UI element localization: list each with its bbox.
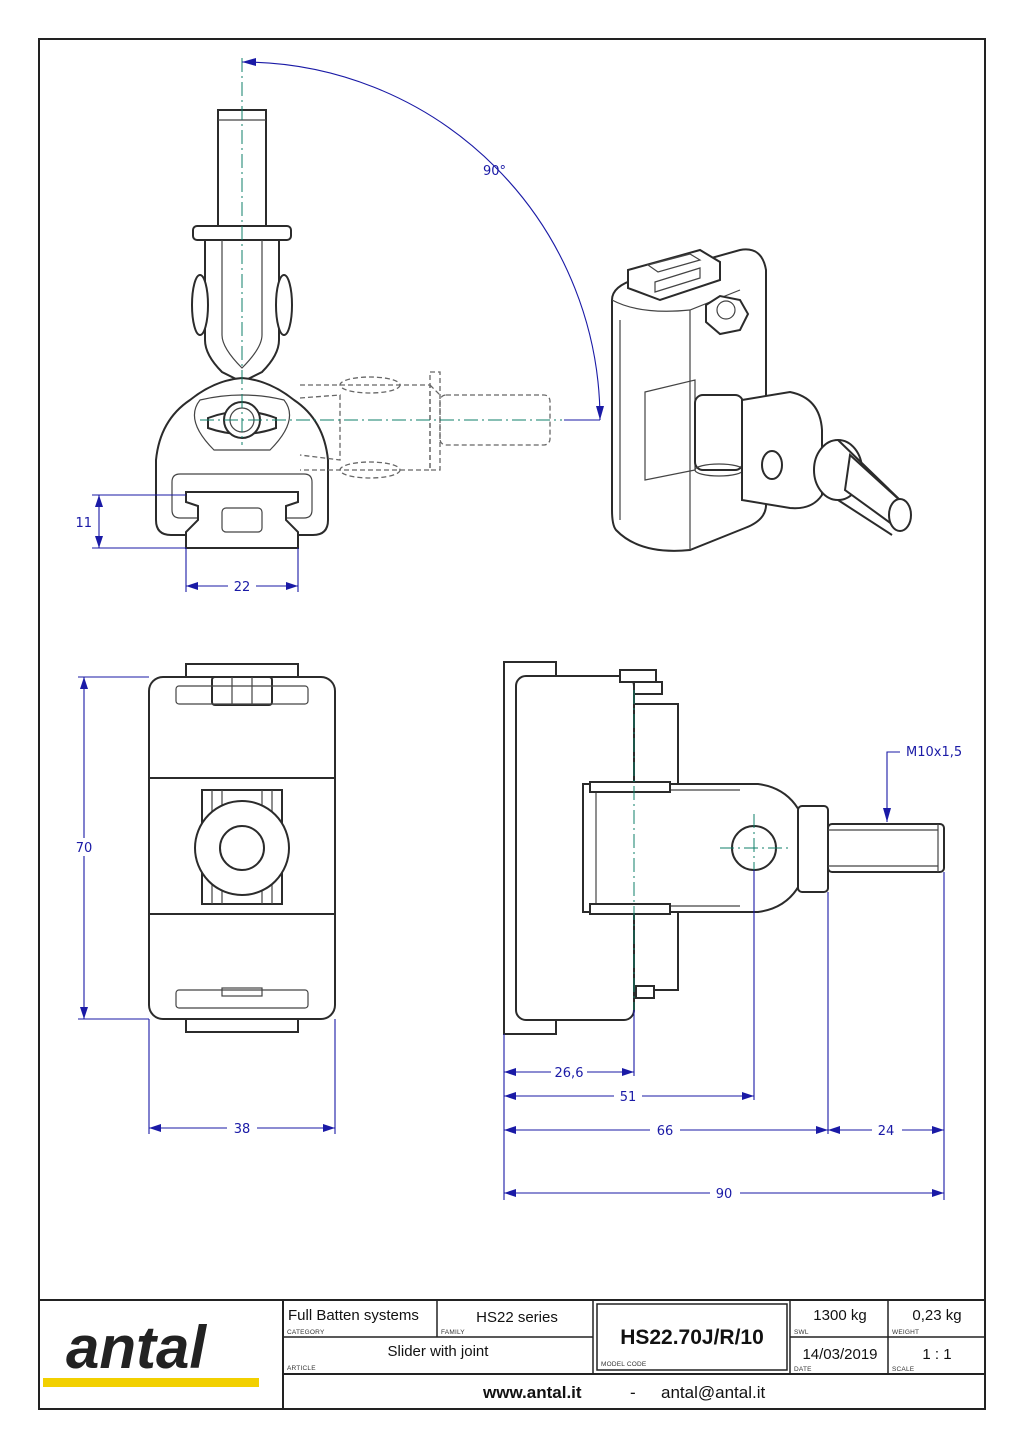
width-dimension: 38: [234, 1122, 251, 1137]
title-block: antal Full Batten systems CATEGORY HS22 …: [39, 1299, 985, 1409]
angle-dimension: 90°: [483, 164, 506, 179]
rail-height-dimension: 11: [75, 516, 92, 531]
category-value: Full Batten systems: [288, 1307, 419, 1324]
family-label: FAMILY: [441, 1329, 465, 1336]
email-link[interactable]: antal@antal.it: [661, 1383, 765, 1402]
model-code-label: MODEL CODE: [601, 1361, 647, 1368]
dimension-24: 24: [878, 1124, 895, 1139]
dimension-90: 90: [716, 1187, 733, 1202]
scale-label: SCALE: [892, 1366, 915, 1373]
category-label: CATEGORY: [287, 1329, 325, 1336]
antal-logo: antal: [66, 1314, 207, 1381]
family-value: HS22 series: [476, 1309, 558, 1326]
weight-label: WEIGHT: [892, 1329, 919, 1336]
date-value: 14/03/2019: [802, 1346, 877, 1363]
logo-stripe: [43, 1378, 259, 1387]
rail-width-dimension: 22: [234, 580, 251, 595]
model-code-value: HS22.70J/R/10: [620, 1326, 764, 1349]
website-link[interactable]: www.antal.it: [482, 1383, 582, 1402]
front-view: 90° 11 22: [75, 58, 604, 595]
date-label: DATE: [794, 1366, 812, 1373]
sheet-frame: [38, 38, 986, 1410]
weight-value: 0,23 kg: [912, 1307, 961, 1324]
swl-label: SWL: [794, 1329, 809, 1336]
thread-callout: M10x1,5: [906, 745, 962, 760]
contact-separator: -: [630, 1383, 636, 1402]
swl-value: 1300 kg: [813, 1307, 866, 1324]
top-view: 70 38: [68, 663, 336, 1137]
dimension-66: 66: [657, 1124, 674, 1139]
article-value: Slider with joint: [388, 1343, 490, 1360]
dimension-26-6: 26,6: [555, 1066, 584, 1081]
scale-value: 1 : 1: [922, 1346, 951, 1363]
dimension-51: 51: [620, 1090, 637, 1105]
height-dimension: 70: [76, 841, 93, 856]
isometric-view: [611, 248, 912, 552]
article-label: ARTICLE: [287, 1365, 316, 1372]
side-view: M10x1,5 26,6 51 66 24 90: [503, 661, 962, 1202]
